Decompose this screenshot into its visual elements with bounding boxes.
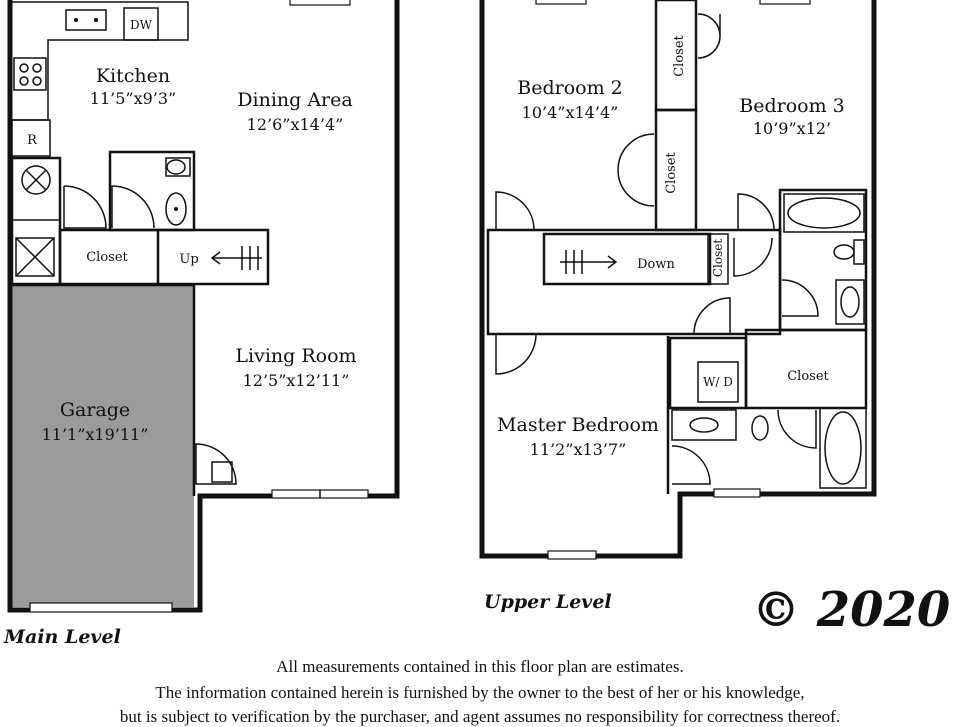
- disclaimer-line-1: All measurements contained in this floor…: [276, 657, 684, 676]
- sink-icon: [689, 417, 719, 433]
- dining-name: Dining Area: [237, 89, 352, 111]
- refrigerator: [11, 119, 51, 157]
- entry-door: [195, 443, 237, 485]
- kitchen-name: Kitchen: [96, 65, 170, 87]
- main-level-title: Main Level: [3, 626, 121, 648]
- stairs-down-label: Down: [637, 257, 675, 272]
- bedroom2-dims: 10’4”x14’4”: [522, 103, 619, 122]
- upper-level-title: Upper Level: [484, 591, 612, 613]
- disclaimer-line-3: but is subject to verification by the pu…: [119, 707, 841, 726]
- stairs-down-arrow-icon: [560, 250, 618, 274]
- washer-dryer: [697, 361, 739, 403]
- window: [713, 488, 761, 498]
- window: [759, 0, 811, 5]
- closet-label: Closet: [672, 34, 687, 76]
- living-name: Living Room: [235, 345, 356, 367]
- stove-icon: [13, 57, 47, 91]
- furnace-icon: [15, 237, 55, 277]
- bathtub-icon: [787, 197, 861, 229]
- toilet-icon: [165, 157, 191, 177]
- hall-bath: [778, 188, 868, 332]
- garage-door: [29, 602, 173, 613]
- sink-icon: [840, 286, 860, 318]
- closet-label: Closet: [86, 250, 128, 265]
- closet-label: Closet: [787, 369, 829, 384]
- window: [535, 0, 587, 5]
- toilet-icon: [833, 244, 855, 260]
- toilet-icon: [751, 415, 769, 441]
- half-bath: [108, 150, 196, 232]
- garage-name: Garage: [60, 399, 130, 421]
- main-level: DW R Closet Up: [3, 0, 400, 648]
- washer-dryer-label: W/ D: [703, 375, 733, 389]
- closet-label: Closet: [711, 239, 725, 278]
- bathtub-icon: [824, 411, 862, 485]
- bedroom3-name: Bedroom 3: [739, 95, 844, 117]
- upper-level-exterior-wall: [479, 0, 877, 559]
- sink-icon: [165, 192, 187, 226]
- bedroom3-dims: 10’9”x12’: [753, 119, 831, 138]
- stairs-up-label: Up: [179, 252, 198, 267]
- upper-level: Closet Closet Closet Down: [479, 0, 877, 613]
- refrigerator-label: R: [27, 133, 38, 148]
- master-bedroom-dims: 11’2”x13’7”: [530, 440, 627, 459]
- dishwasher-label: DW: [130, 18, 153, 32]
- dining-dims: 12’6”x14’4”: [247, 115, 344, 134]
- garage-dims: 11’1”x19’11”: [42, 425, 149, 444]
- kitchen-dims: 11’5”x9’3”: [90, 89, 176, 108]
- stairs-up-arrow-icon: [210, 246, 262, 270]
- sink-icon: [65, 9, 107, 31]
- copyright-notice: © 2020: [752, 582, 950, 638]
- master-bedroom-name: Master Bedroom: [497, 414, 659, 436]
- water-heater-icon: [21, 165, 51, 195]
- living-dims: 12’5”x12’11”: [243, 371, 350, 390]
- window: [289, 0, 351, 6]
- bedroom2-name: Bedroom 2: [517, 77, 622, 99]
- main-level-exterior-wall: [7, 0, 400, 613]
- dishwasher: [123, 7, 159, 41]
- window: [547, 550, 597, 560]
- closet-label: Closet: [664, 151, 679, 193]
- disclaimer-line-2: The information contained herein is furn…: [155, 683, 805, 702]
- garage-area: [12, 285, 194, 607]
